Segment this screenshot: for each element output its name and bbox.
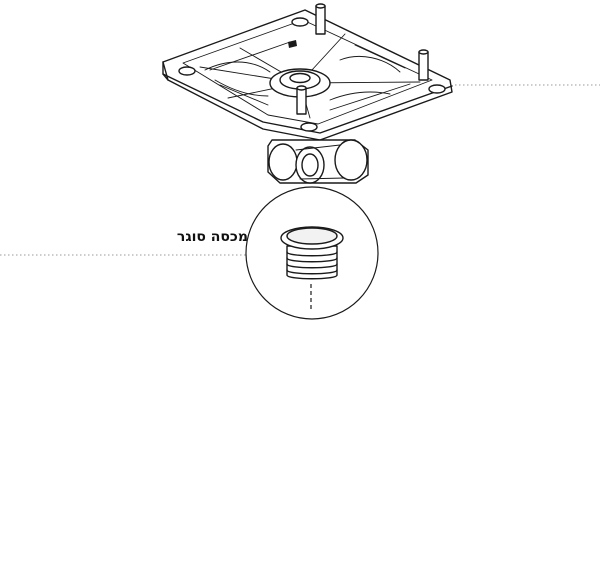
cap-callout bbox=[0, 186, 379, 320]
plate-post-right bbox=[418, 49, 429, 81]
plate-post-top bbox=[315, 3, 326, 35]
seat-mounting-plate bbox=[162, 3, 600, 141]
plate-post-left bbox=[296, 85, 307, 115]
callout-label: מכסה סוגר bbox=[176, 229, 248, 245]
tilt-mechanism bbox=[267, 139, 369, 184]
bracket-cap-part bbox=[280, 226, 344, 280]
